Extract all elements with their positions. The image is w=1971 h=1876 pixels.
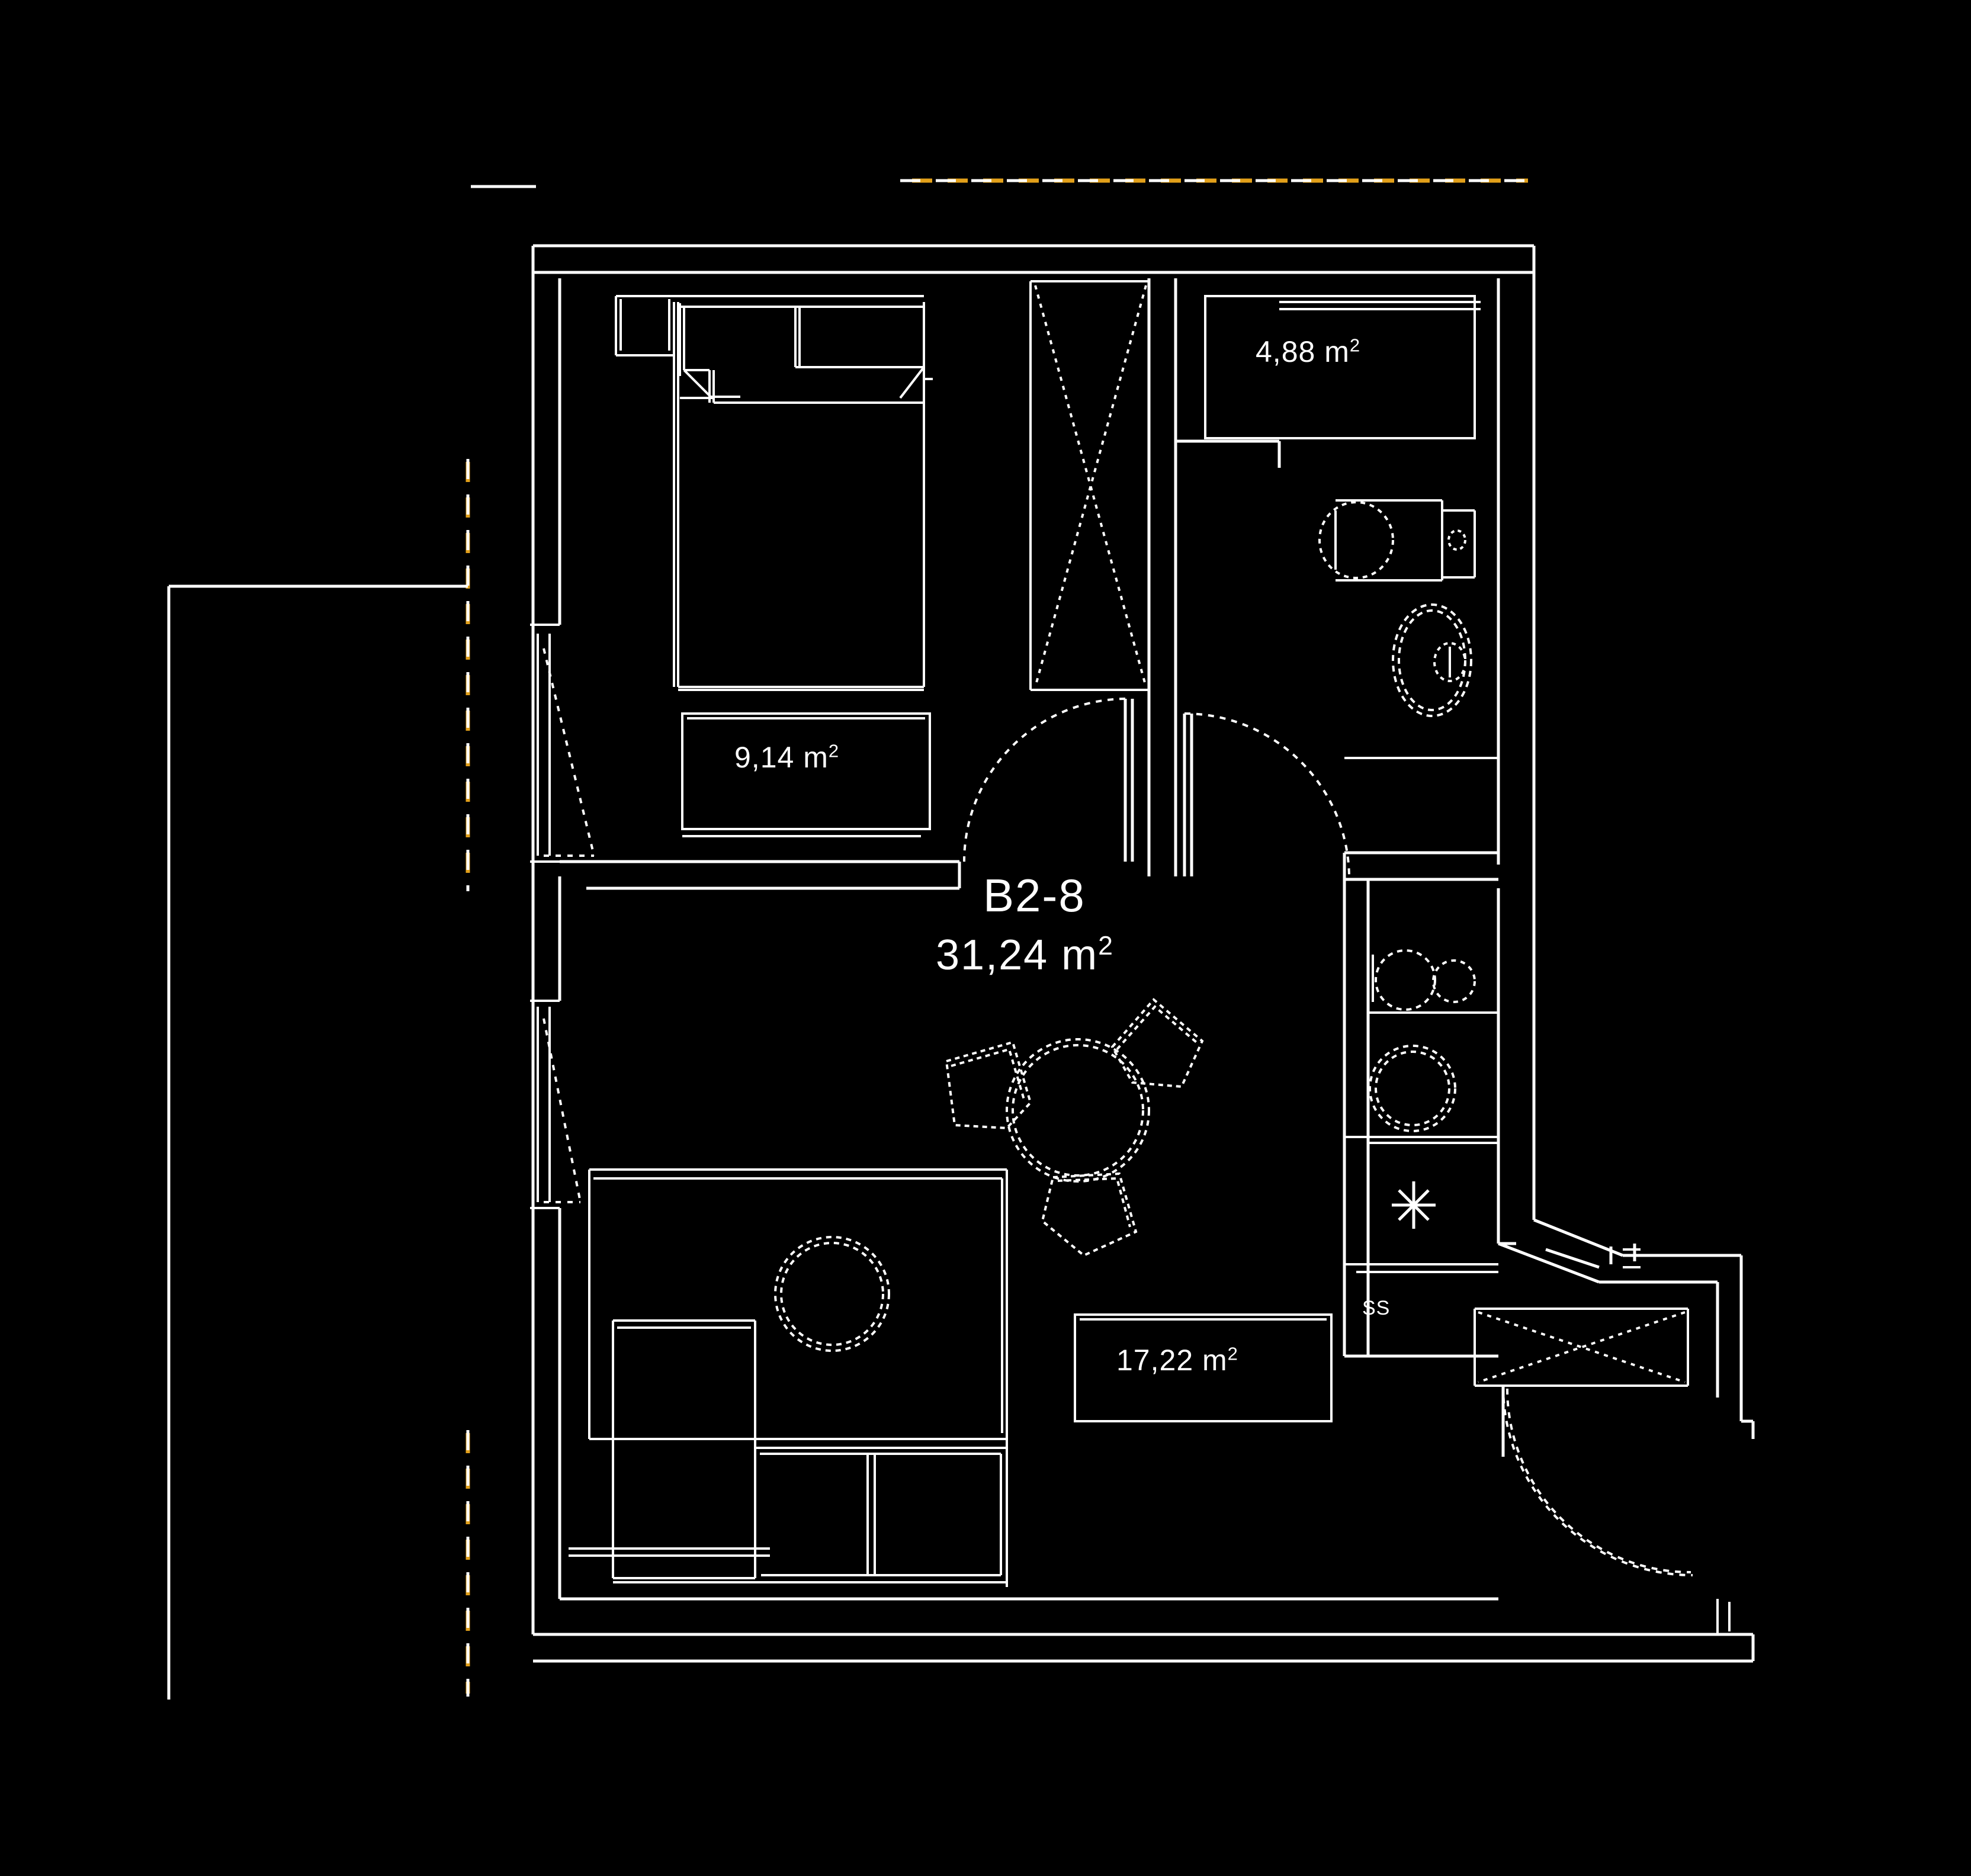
balcony-outline	[167, 584, 468, 1700]
dining-chair	[945, 1040, 1032, 1130]
toilet	[1318, 499, 1476, 582]
nightstand	[615, 296, 674, 356]
fridge-icon	[1392, 1181, 1436, 1229]
unit-area-label: 31,24 m2	[936, 931, 1114, 979]
window-swing-arc	[542, 1018, 582, 1203]
bathroom-area-label: 4,88 m2	[1256, 335, 1361, 368]
window-swing-arc	[542, 648, 595, 857]
unit-label: B2-8	[983, 869, 1086, 921]
wardrobe-cross-marker	[1478, 1311, 1686, 1383]
living-room-area-label: 17,22 m2	[1116, 1343, 1238, 1377]
window	[1279, 301, 1481, 310]
bathroom-door[interactable]	[1183, 714, 1193, 876]
wardrobe	[1474, 1308, 1689, 1387]
wardrobe-cross-marker	[1034, 285, 1147, 688]
appliance-code-label: SS	[1362, 1297, 1391, 1319]
bed	[616, 295, 933, 688]
fridge-shelf-line	[1344, 1263, 1498, 1273]
bedroom-door[interactable]	[1123, 699, 1134, 862]
interior-wall	[560, 278, 1516, 1358]
window	[569, 1547, 1498, 1636]
coffee-table	[774, 1236, 890, 1352]
dining-chair	[1110, 998, 1204, 1088]
property-boundary-line-white	[466, 179, 1534, 1697]
sofa	[588, 1168, 1008, 1587]
bedroom-area-label: 9,14 m2	[734, 740, 840, 774]
dining-chair	[1041, 1172, 1138, 1257]
window	[530, 624, 560, 863]
window	[530, 1000, 560, 1209]
washbasin	[1392, 603, 1472, 717]
room-label-box	[681, 295, 1476, 1422]
washing-machine	[1344, 1045, 1498, 1144]
wall-stub	[1545, 1244, 1755, 1439]
bathroom-door-swing-arc	[1184, 712, 1350, 877]
entry-door-swing-arc	[1502, 1385, 1693, 1576]
wardrobe	[1029, 280, 1149, 691]
dining-table	[1006, 1038, 1150, 1183]
hob	[1367, 949, 1498, 1014]
bedroom-door-swing-arc	[963, 698, 1126, 862]
dimension-tick	[1623, 1248, 1731, 1634]
